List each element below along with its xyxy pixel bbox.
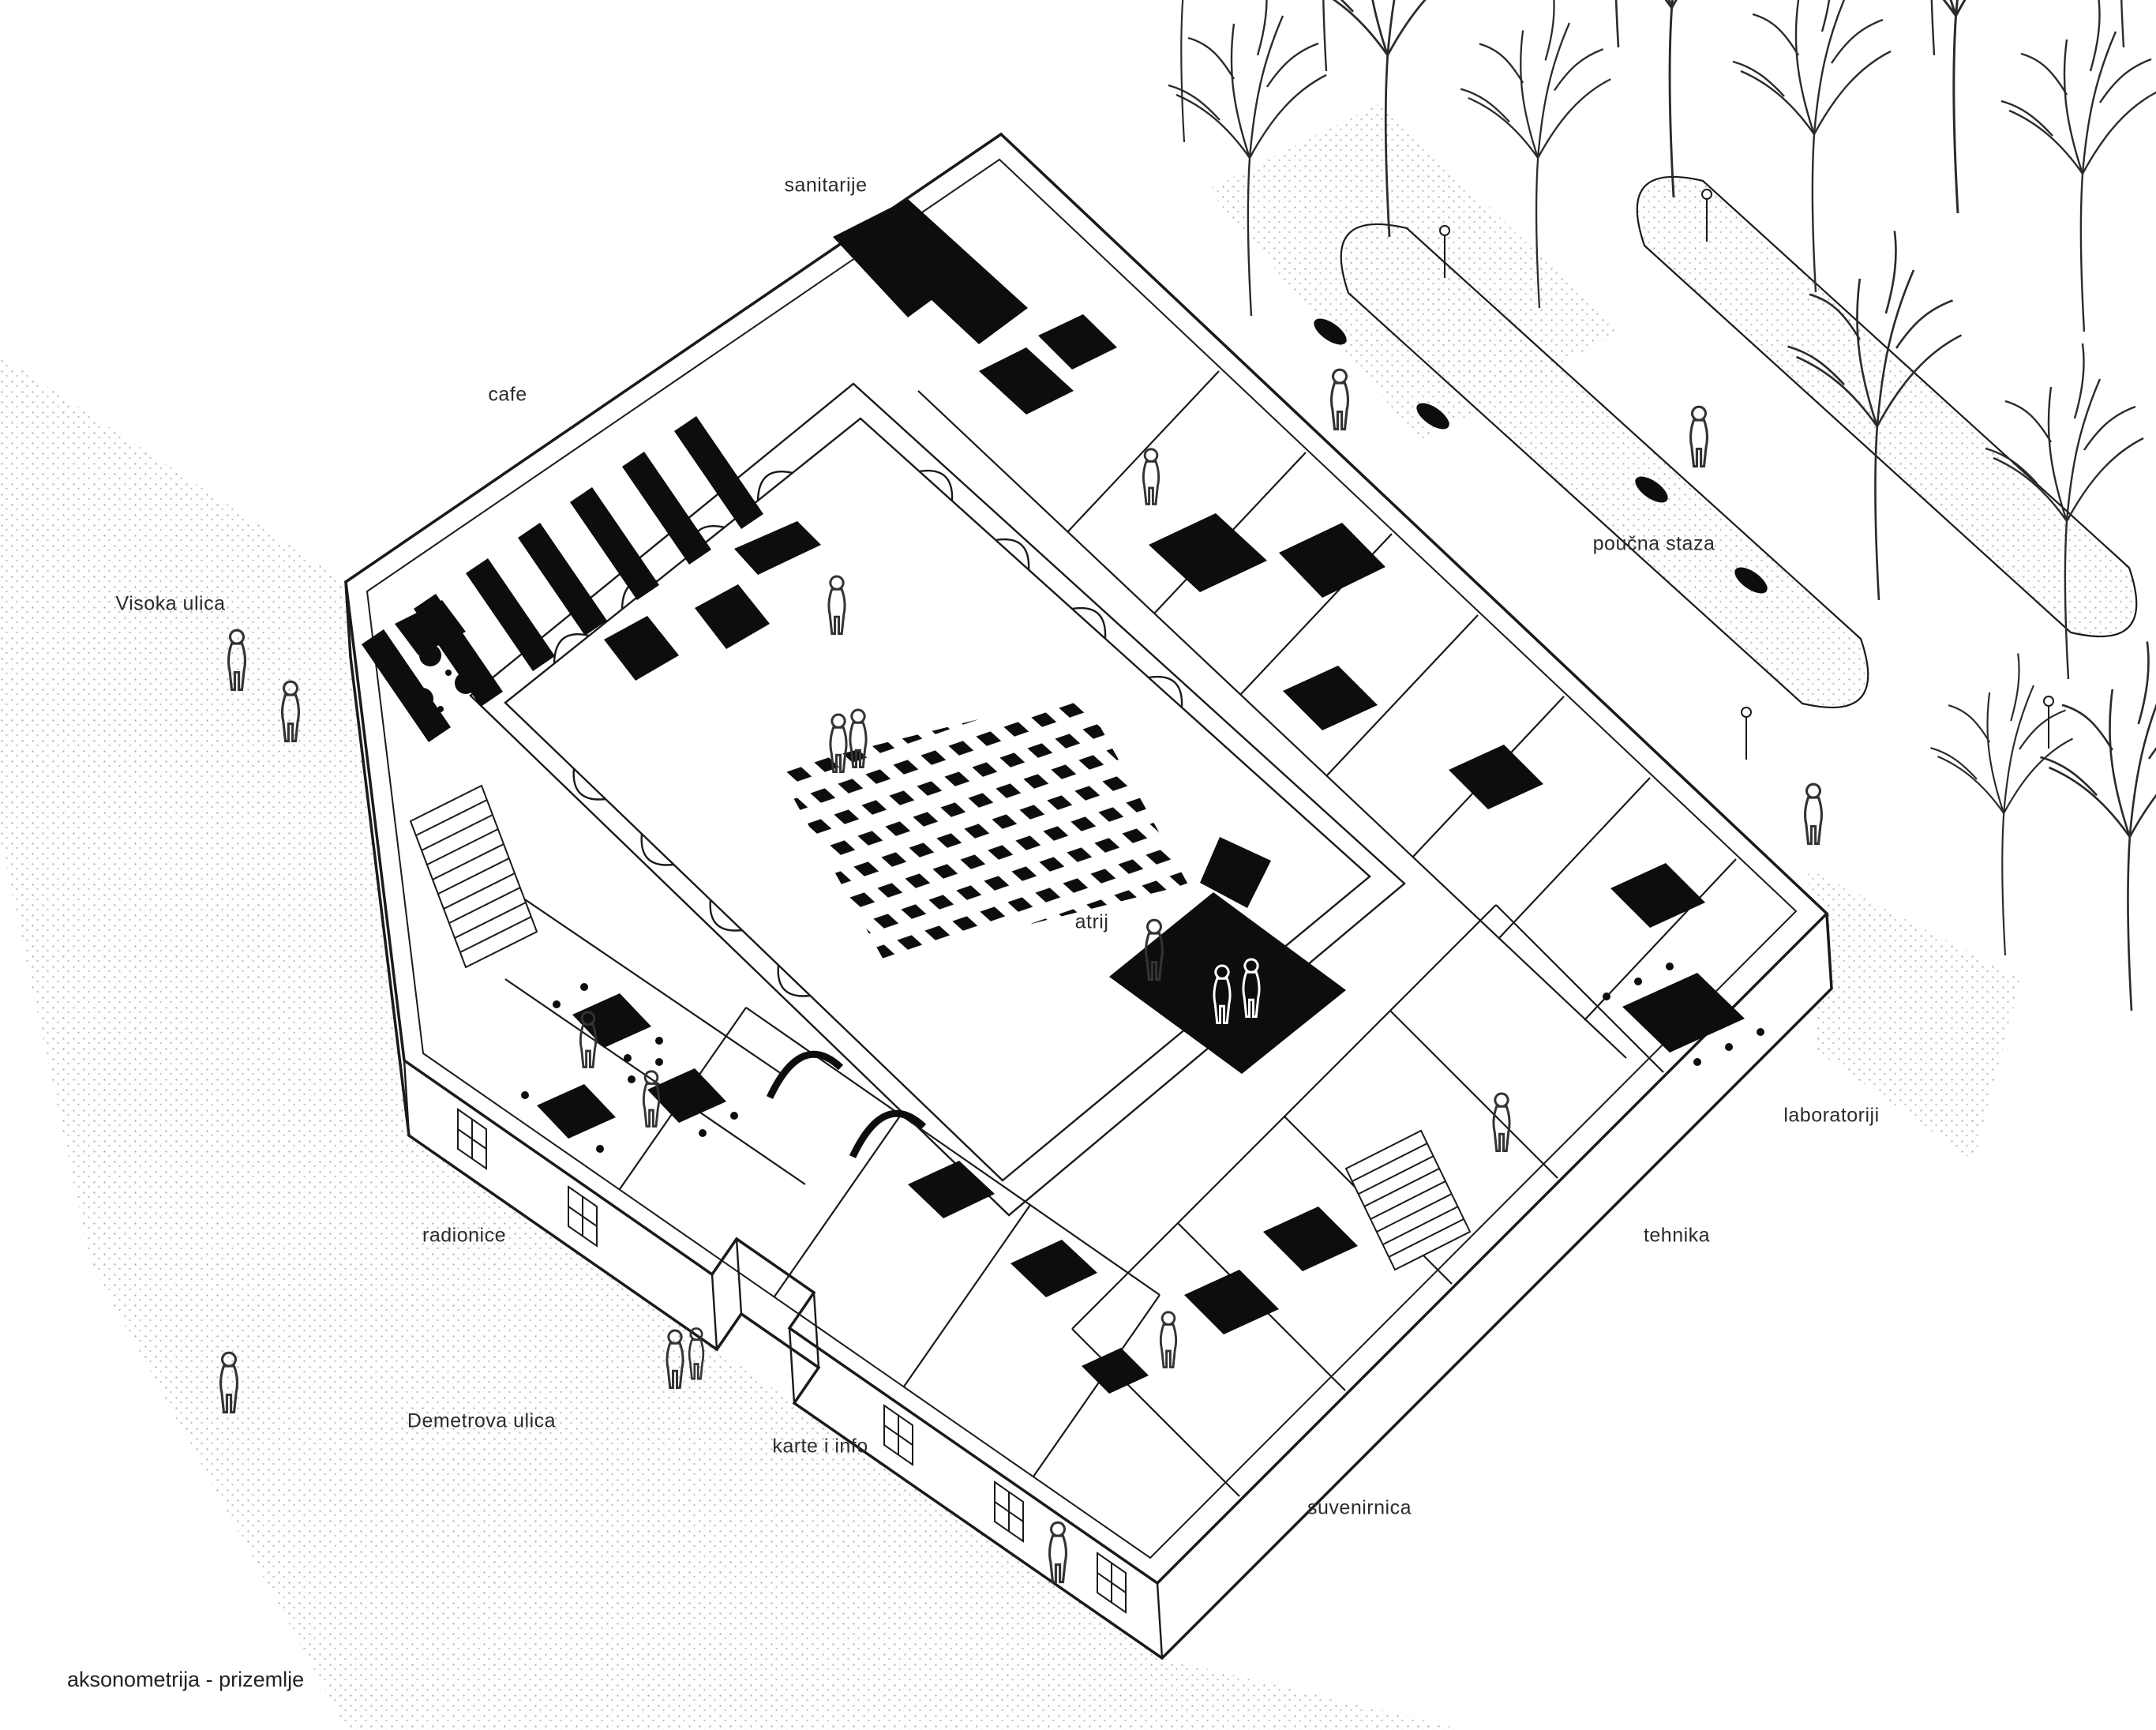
facade-window (457, 1108, 1127, 1614)
bench-icon (1314, 318, 1768, 594)
educational-path (1208, 103, 2138, 1161)
furniture (362, 199, 1764, 1394)
lamp-icon (1439, 189, 2054, 760)
drawing-caption: aksonometrija - prizemlje (67, 1668, 305, 1691)
stage (1109, 837, 1346, 1074)
vault-arches (766, 1050, 927, 1158)
exterior-wall-inner (366, 158, 1798, 1559)
building (344, 132, 1833, 1661)
stairs (409, 784, 1472, 1271)
street-texture (0, 355, 1464, 1730)
atrium-walls (469, 382, 1406, 1217)
atrium-chairs (778, 693, 1188, 961)
